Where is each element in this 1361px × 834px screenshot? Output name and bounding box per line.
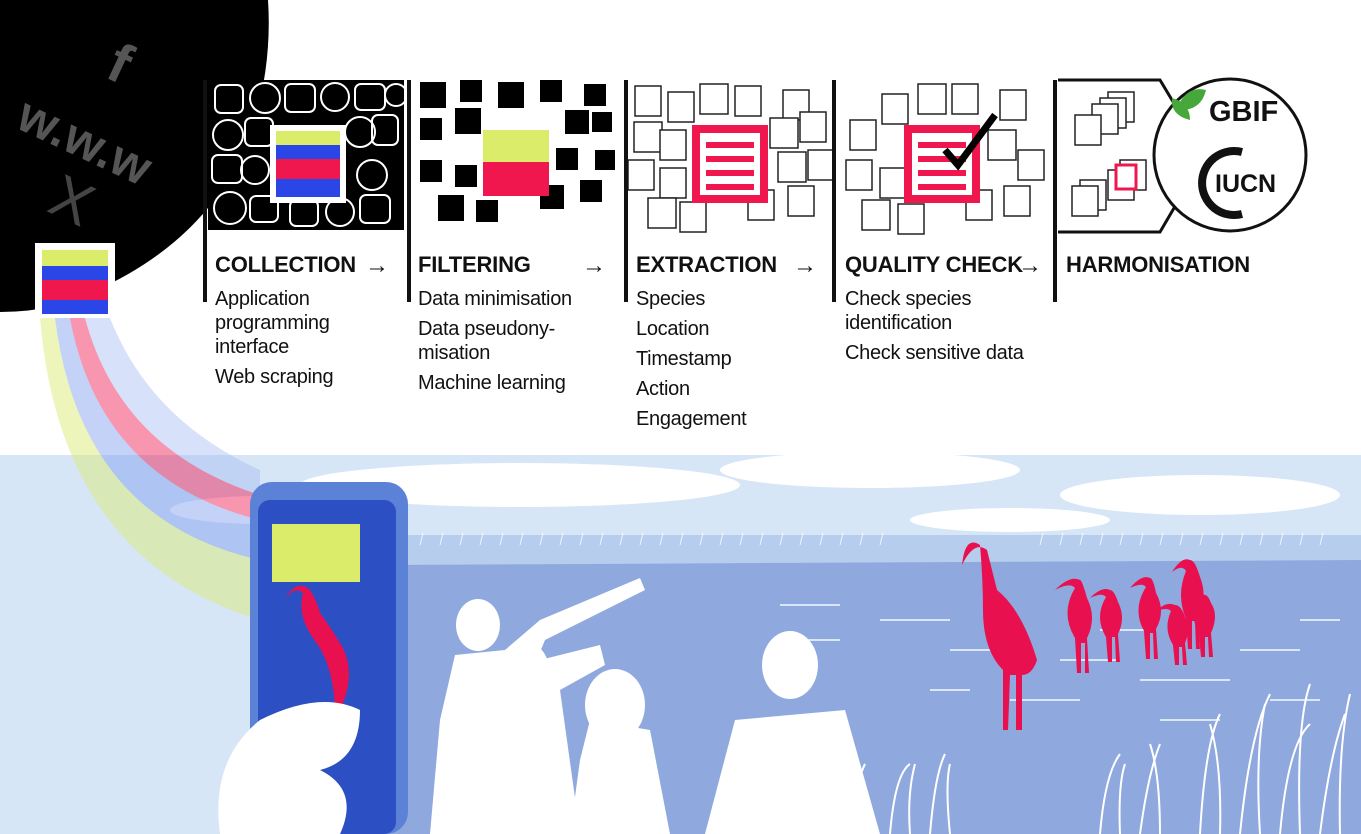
collection-items: Application programming interface Web sc… [215,287,334,395]
list-item: Application [215,288,310,310]
stage-title-collection: COLLECTION [215,252,356,277]
stage-title-quality-check: QUALITY CHECK [845,252,1023,277]
list-item: Timestamp [636,348,732,370]
extraction-highlight-doc [692,125,768,203]
arrow-right-icon: → [793,252,817,279]
quality-highlight-doc [904,125,980,203]
reed-line [380,535,1361,565]
list-item: interface [215,336,290,358]
extraction-items: Species Location Timestamp Action Engage… [636,287,747,437]
iucn-ring [1198,147,1243,219]
filtering-items: Data minimisation Data pseudony- misatio… [418,287,572,401]
clouds [170,452,1340,532]
list-item: Data minimisation [418,288,572,310]
list-item: Action [636,378,690,400]
filtering-post [483,130,549,196]
list-item: programming [215,312,330,334]
people-silhouettes [430,578,880,834]
divider-collection [203,80,207,302]
gbif-leaf-icon [1171,89,1206,120]
checkmark-icon [942,112,998,171]
arrow-right-icon: → [365,252,389,279]
arrow-right-icon: → [582,252,606,279]
list-item: Species [636,288,706,310]
divider-filtering [407,80,411,302]
iucn-logo: IUCN [1215,170,1277,198]
divider-quality [832,80,836,302]
data-beams [40,318,260,620]
list-item: misation [418,342,491,364]
list-item: Engagement [636,408,747,430]
social-post-card [35,243,115,315]
filtering-squares [420,80,615,222]
list-item: Web scraping [215,366,334,388]
stage-title-filtering: FILTERING [418,252,531,277]
extraction-documents [627,83,835,233]
stage-title-extraction: EXTRACTION [636,252,778,277]
list-item: identification [845,312,952,334]
list-item: Data pseudony- [418,318,556,340]
list-item: Location [636,318,710,340]
gbif-logo: GBIF [1209,96,1279,128]
list-item: Machine learning [418,372,566,394]
hand [218,702,360,834]
water-ripples [780,604,1340,721]
divider-extraction [624,80,628,302]
divider-harmonisation [1053,80,1057,302]
harmonisation-red-doc [1114,163,1138,191]
scarlet-ibis-flock [962,542,1215,730]
stage-title-harmonisation: HARMONISATION [1066,252,1250,277]
list-item: Check sensitive data [845,342,1024,364]
quality-check-items: Check species identification Check sensi… [845,287,1024,371]
social-media-globe [0,0,269,312]
list-item: Check species [845,288,972,310]
collection-mosaic [208,80,408,230]
arrow-right-icon: → [1018,252,1042,279]
